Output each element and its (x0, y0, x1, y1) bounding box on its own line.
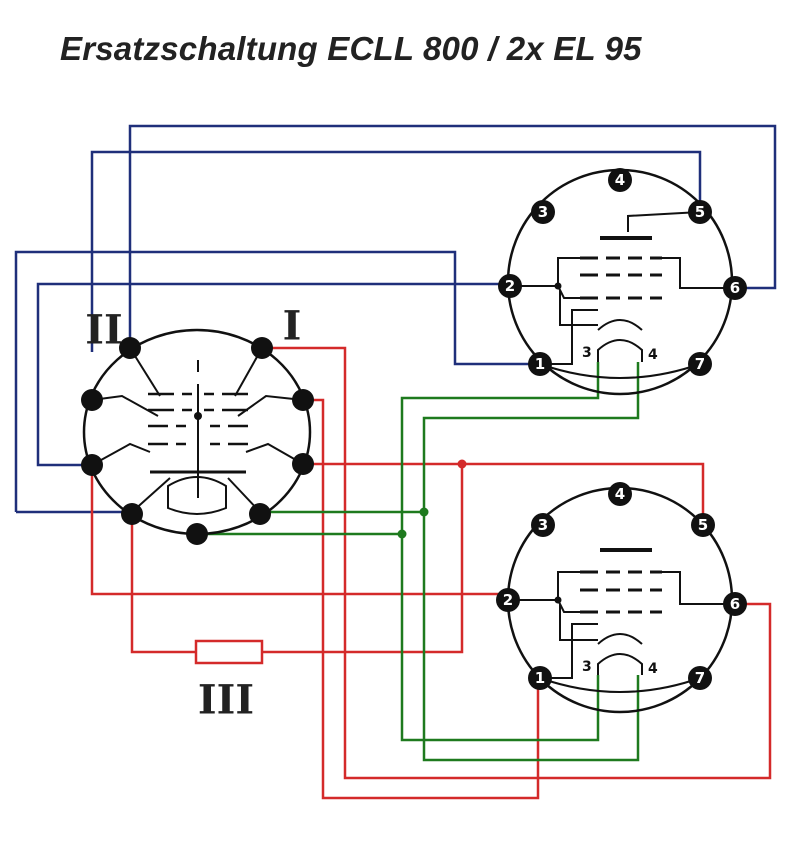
pin-number: 3 (538, 516, 548, 534)
pin-6 (723, 276, 747, 300)
pin-1 (528, 666, 552, 690)
socket-pin (81, 454, 103, 476)
junction-red (457, 459, 467, 469)
pin-label: 3 (582, 659, 592, 675)
socket-pin (249, 503, 271, 525)
resistor-body (194, 639, 264, 665)
red-wires (90, 346, 772, 800)
pin-2 (496, 588, 520, 612)
pin-label: 3 (582, 345, 592, 361)
tube-node (554, 596, 562, 604)
socket-internals (91, 347, 304, 515)
wire-red-grid2 (90, 465, 508, 596)
resistor: III (194, 639, 264, 724)
tube-internals (510, 211, 735, 379)
diagram-title: Ersatzschaltung ECLL 800 / 2x EL 95 (60, 30, 642, 67)
el95-lower: 3 4 1 2 3 4 5 6 7 (496, 482, 747, 714)
socket-label-II: II (85, 307, 122, 354)
junction-green-2 (397, 529, 407, 539)
socket-pin (119, 337, 141, 359)
pin-7 (688, 352, 712, 376)
pin-number: 7 (695, 355, 705, 373)
pin-2 (498, 274, 522, 298)
ecll800-socket: II I (81, 303, 314, 545)
socket-pin (186, 523, 208, 545)
wire-green-h1b (400, 534, 600, 742)
wire-blue-cathode (14, 250, 540, 512)
pin-3 (531, 200, 555, 224)
resistor-label: III (198, 677, 254, 724)
wire-red-anode2 (303, 462, 705, 522)
socket-pin (121, 503, 143, 525)
wire-green-h2a (422, 362, 640, 512)
wire-red-res-left (130, 512, 196, 654)
socket-pin (292, 453, 314, 475)
wire-green-h2b (422, 512, 640, 762)
el95-upper: 3 4 1 2 3 4 5 6 7 (498, 168, 747, 396)
pin-label: 4 (648, 347, 658, 363)
pin-1 (528, 352, 552, 376)
wire-red-res-right (262, 464, 464, 654)
blue-wires (14, 124, 777, 514)
wire-red-I (262, 346, 772, 780)
pin-number: 4 (615, 171, 625, 189)
socket-label-I: I (283, 303, 302, 350)
wire-green-h1a (400, 362, 600, 534)
pin-label: 4 (648, 661, 658, 677)
pin-number: 6 (730, 279, 740, 297)
pin-5 (691, 513, 715, 537)
pin-number: 3 (538, 203, 548, 221)
pin-number: 5 (695, 203, 705, 221)
green-wires (197, 362, 640, 762)
wire-blue-grid (36, 282, 510, 467)
wire-red-cathode2 (303, 398, 540, 800)
pin-number: 5 (698, 516, 708, 534)
junction-green-1 (419, 507, 429, 517)
pin-number: 1 (535, 669, 545, 687)
wire-blue-outer (128, 124, 777, 348)
pin-5 (688, 200, 712, 224)
pin-number: 6 (730, 595, 740, 613)
pin-4 (608, 168, 632, 192)
socket-pin (251, 337, 273, 359)
pin-6 (723, 592, 747, 616)
pin-number: 7 (695, 669, 705, 687)
pin-number: 1 (535, 355, 545, 373)
tube-internals (508, 548, 735, 693)
pin-number: 2 (505, 277, 515, 295)
pin-number: 4 (615, 485, 625, 503)
pin-number: 2 (503, 591, 513, 609)
socket-pin (292, 389, 314, 411)
socket-node (194, 412, 202, 420)
socket-pin (81, 389, 103, 411)
pin-4 (608, 482, 632, 506)
pin-7 (688, 666, 712, 690)
tube-node (554, 282, 562, 290)
pin-3 (531, 513, 555, 537)
